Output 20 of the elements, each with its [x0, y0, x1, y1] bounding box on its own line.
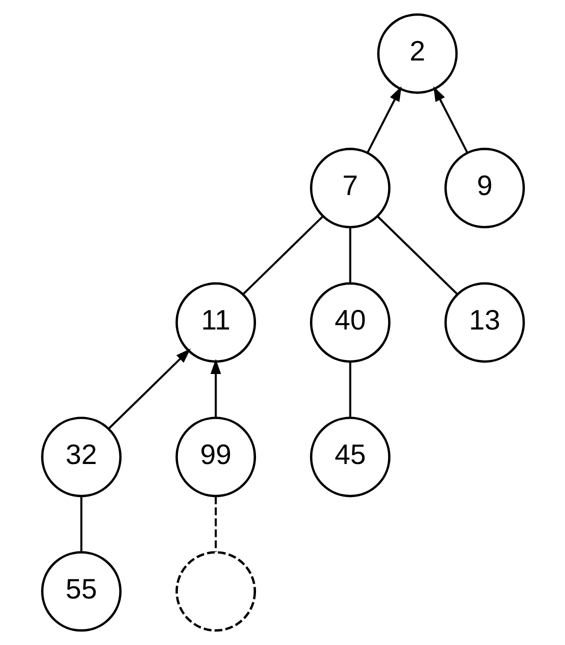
node-circle: 2 [376, 13, 458, 94]
node-circle: 13 [444, 282, 524, 363]
node-circle [175, 551, 256, 632]
node-circle: 7 [309, 148, 390, 228]
connector [376, 215, 458, 296]
node-circle: 55 [40, 551, 122, 632]
arrow [210, 358, 221, 418]
arrow [366, 86, 402, 154]
connector [242, 215, 324, 296]
arrow [432, 86, 468, 154]
node-circle: 40 [309, 282, 390, 363]
node-circle: 45 [309, 416, 390, 498]
connector [214, 496, 216, 552]
node-circle: 99 [175, 416, 256, 498]
connector [348, 362, 351, 418]
node-circle: 9 [444, 148, 524, 228]
connector [80, 496, 82, 552]
arrow [107, 348, 190, 430]
connector [348, 228, 351, 284]
node-circle: 32 [40, 416, 122, 498]
